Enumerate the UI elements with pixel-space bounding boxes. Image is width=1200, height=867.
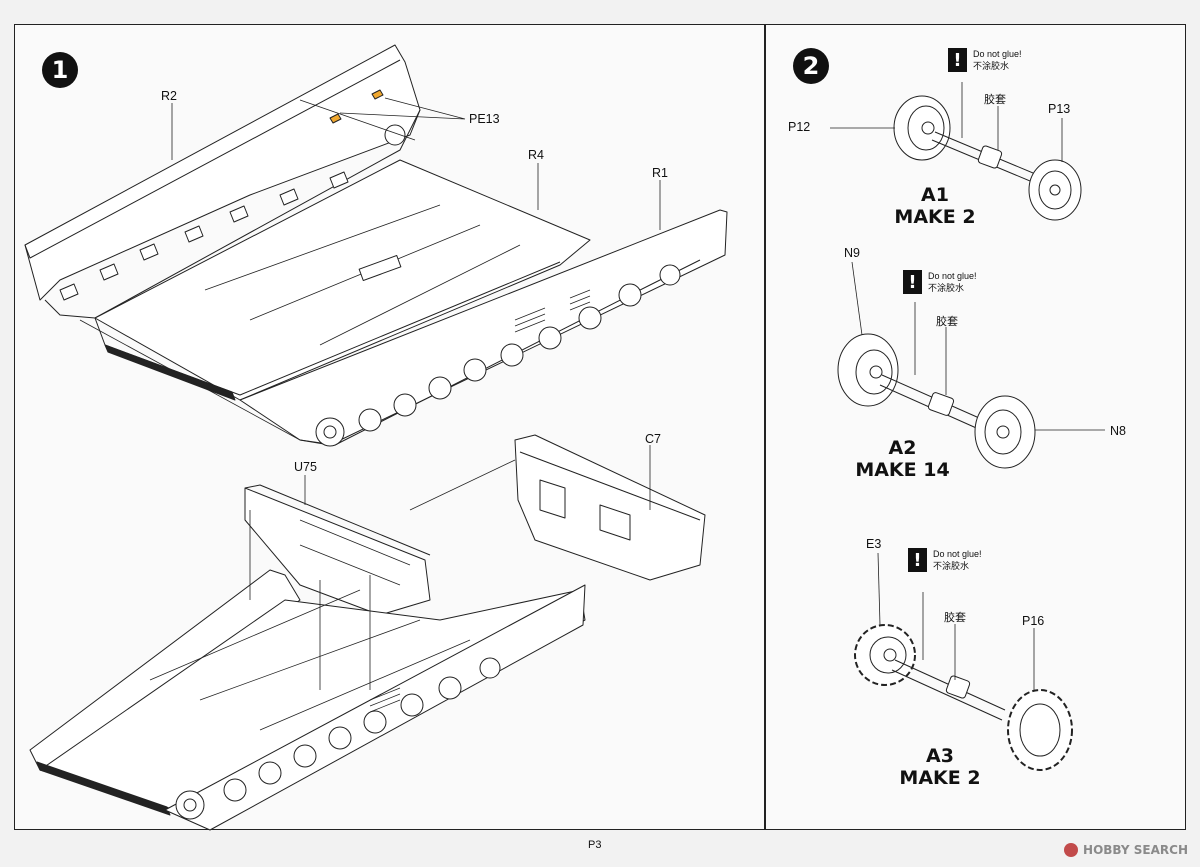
a3-left-part: E3 <box>866 537 882 551</box>
a2-warning: ! Do not glue! 不涂胶水 <box>903 270 977 294</box>
warning-text-en: Do not glue! <box>933 549 982 559</box>
label-r1: R1 <box>652 166 668 180</box>
warning-text-zh: 不涂胶水 <box>933 561 970 571</box>
label-u75: U75 <box>294 460 317 474</box>
a1-warning: ! Do not glue! 不涂胶水 <box>948 48 1022 72</box>
warning-text-zh: 不涂胶水 <box>973 61 1010 71</box>
a3-sleeve-label: 胶套 <box>944 612 966 624</box>
lower-hull-drawing <box>29 434 706 831</box>
a3-sprocket-drawing <box>854 552 1073 771</box>
step-1-number: 1 <box>42 52 78 88</box>
label-r4: R4 <box>528 148 544 162</box>
label-c7: C7 <box>645 432 661 446</box>
warning-text-zh: 不涂胶水 <box>928 283 965 293</box>
a2-left-part: N9 <box>844 246 860 260</box>
a2-title: A2 MAKE 14 <box>855 437 950 481</box>
warning-text-en: Do not glue! <box>973 49 1022 59</box>
a1-left-part: P12 <box>788 120 811 134</box>
exclamation-icon: ! <box>948 48 967 72</box>
a1-wheel-drawing <box>830 82 1082 221</box>
label-pe13: PE13 <box>469 112 500 126</box>
label-r2: R2 <box>161 89 177 103</box>
step-1-leader-lines <box>79 97 661 690</box>
a1-right-part: P13 <box>1048 102 1071 116</box>
step-2-number: 2 <box>793 48 829 84</box>
a1-sleeve-label: 胶套 <box>984 94 1006 106</box>
watermark-logo-icon <box>1064 843 1079 857</box>
upper-hull-drawing <box>24 44 728 447</box>
warning-text-en: Do not glue! <box>928 271 977 281</box>
a1-title: A1 MAKE 2 <box>894 184 976 228</box>
exclamation-icon: ! <box>903 270 922 294</box>
exclamation-icon: ! <box>908 548 927 572</box>
a2-sleeve-label: 胶套 <box>936 316 958 328</box>
a3-right-part: P16 <box>1022 614 1045 628</box>
page-number: P3 <box>588 839 602 851</box>
a2-wheel-drawing <box>837 261 1105 469</box>
a3-title: A3 MAKE 2 <box>899 745 981 789</box>
a2-right-part: N8 <box>1110 424 1126 438</box>
watermark-text: HOBBY SEARCH <box>1083 843 1188 857</box>
a3-warning: ! Do not glue! 不涂胶水 <box>908 548 982 572</box>
watermark: HOBBY SEARCH <box>1064 843 1188 857</box>
